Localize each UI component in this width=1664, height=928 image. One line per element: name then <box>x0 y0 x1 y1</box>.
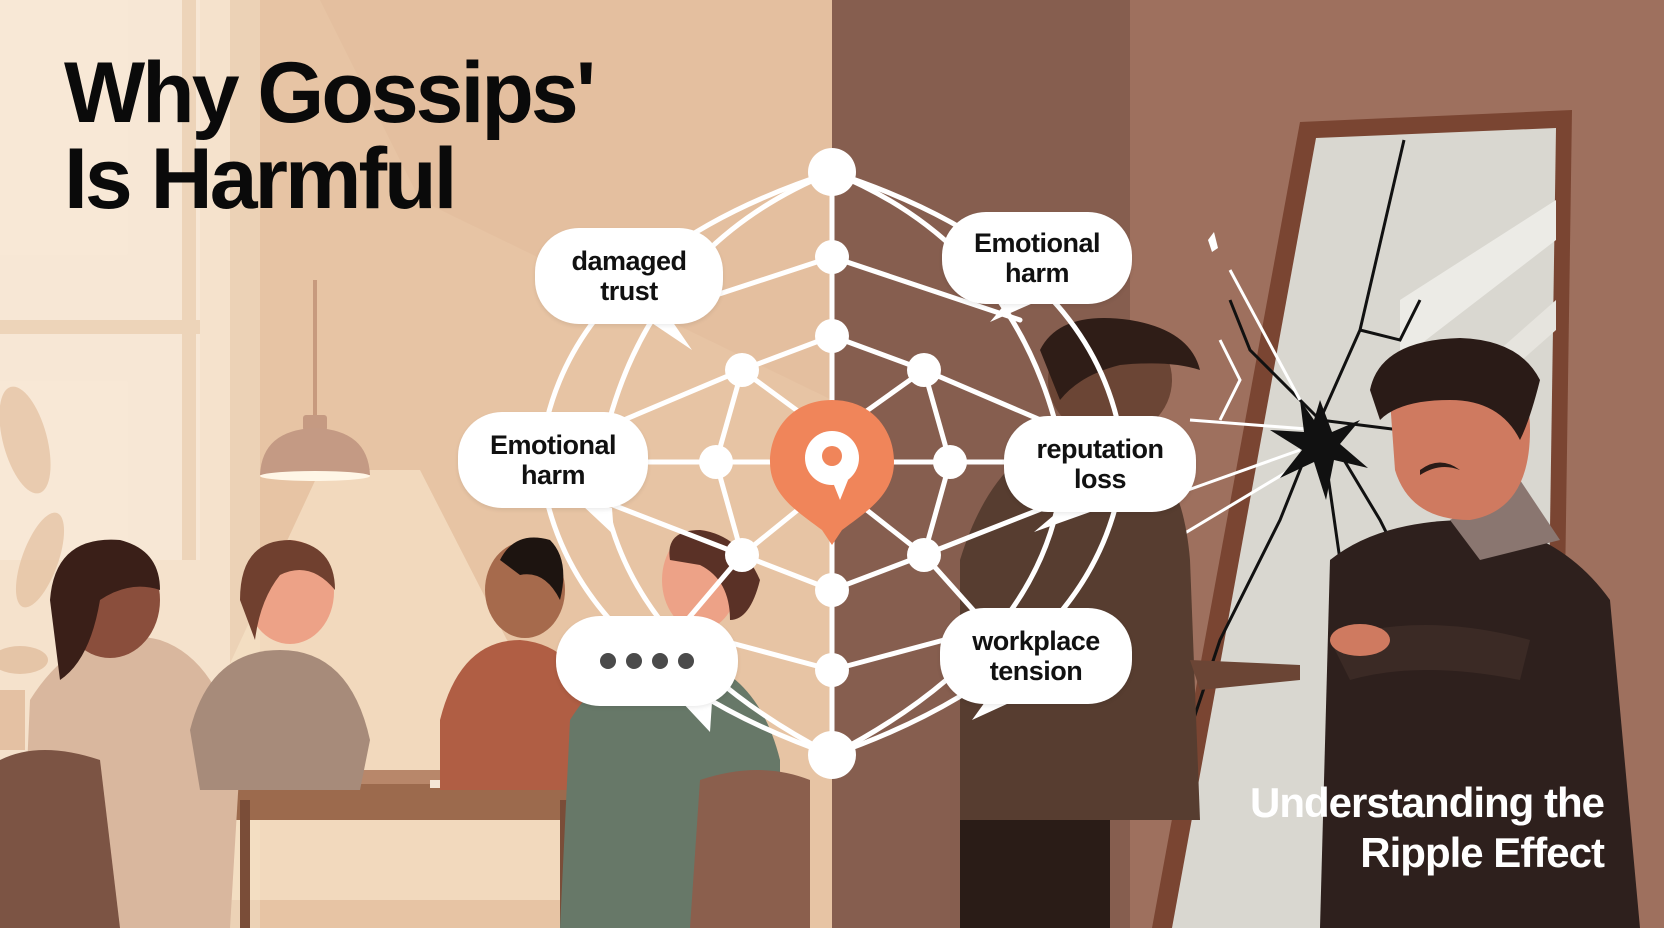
bubble-text: Emotional <box>489 430 617 460</box>
bubble-text: workplace <box>972 626 1100 656</box>
bubble-workplace-tension: workplace tension <box>940 608 1132 704</box>
speech-pin-icon <box>770 400 894 545</box>
page-subtitle: Understanding the Ripple Effect <box>1184 778 1605 878</box>
title-line-2: Is Harmful <box>64 131 458 227</box>
meeting-table-scene <box>0 530 810 928</box>
bubble-text: loss <box>1073 464 1127 494</box>
bubble-text: trust <box>600 276 658 306</box>
network-nodes <box>699 148 967 779</box>
title-line-1: Why Gossips' <box>64 45 596 141</box>
bubble-emotional-harm-right: Emotional harm <box>942 212 1132 304</box>
bubble-tails <box>582 298 1090 732</box>
bubble-emotional-harm-left: Emotional harm <box>458 412 648 508</box>
upset-man <box>1320 338 1640 928</box>
page-title: Why Gossips' Is Harmful <box>64 45 596 227</box>
pendant-lamp-icon <box>260 280 370 481</box>
bubble-text: harm <box>1004 258 1070 288</box>
bubble-ellipsis <box>556 616 738 706</box>
bubble-text: damaged <box>571 246 687 276</box>
bubble-damaged-trust: damaged trust <box>535 228 723 324</box>
bubble-text: tension <box>989 656 1083 686</box>
bubble-text: reputation <box>1036 434 1165 464</box>
ellipsis-dots-icon <box>600 653 694 669</box>
bubble-text: harm <box>520 460 586 490</box>
bubble-reputation-loss: reputation loss <box>1004 416 1196 512</box>
bubble-text: Emotional <box>973 228 1101 258</box>
subtitle-line-2: Ripple Effect <box>1360 829 1605 876</box>
subtitle-line-1: Understanding the <box>1249 779 1605 826</box>
plant-icon <box>0 386 65 750</box>
